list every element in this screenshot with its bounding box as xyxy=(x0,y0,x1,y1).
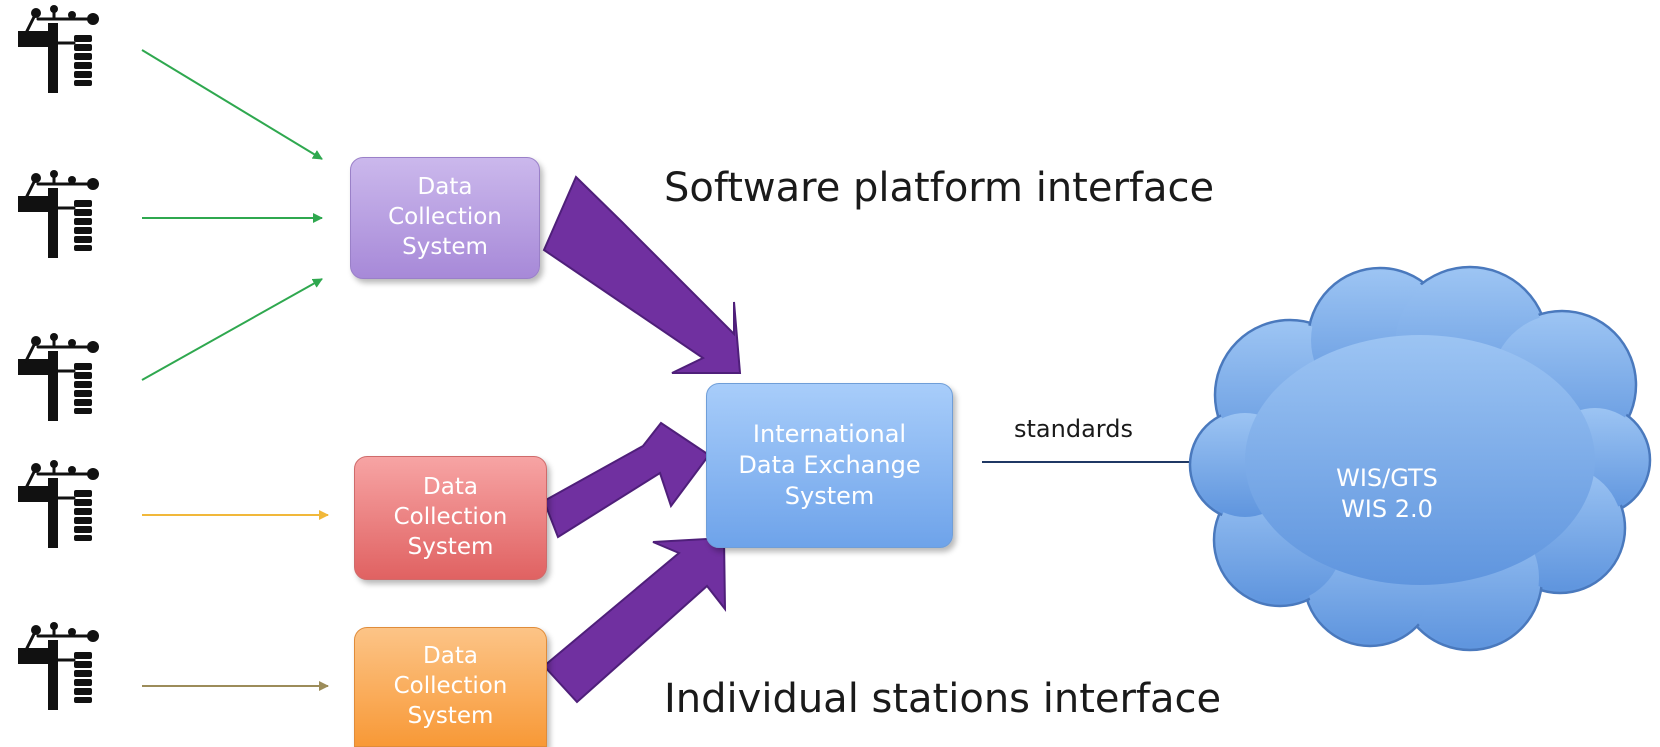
box-line: Data xyxy=(423,474,478,501)
box-line: Collection xyxy=(393,673,508,700)
data-collection-system-red: Data Collection System xyxy=(354,456,547,580)
cloud-line: WIS 2.0 xyxy=(1341,495,1433,524)
software-platform-interface-label: Software platform interface xyxy=(664,165,1215,211)
box-line: System xyxy=(407,533,494,560)
box-line: System xyxy=(784,482,875,511)
international-data-exchange-system: International Data Exchange System xyxy=(706,383,953,548)
weather-station-icon xyxy=(18,622,99,710)
box-line: System xyxy=(407,702,494,729)
box-line: System xyxy=(402,233,488,260)
red-dcs-arrow xyxy=(542,421,711,539)
box-line: Collection xyxy=(393,504,508,531)
software-interface-arrow xyxy=(542,175,742,374)
standards-label: standards xyxy=(1014,415,1133,443)
box-line: Data Exchange xyxy=(738,450,921,479)
weather-station-icon xyxy=(18,5,99,93)
data-collection-system-purple: Data Collection System xyxy=(350,157,540,279)
box-line: Data xyxy=(417,174,473,201)
data-collection-system-orange: Data Collection System xyxy=(354,627,547,747)
box-line: Data xyxy=(423,643,478,670)
stations-interface-arrow xyxy=(542,536,727,704)
cloud-label: WIS/GTS WIS 2.0 xyxy=(1282,463,1492,525)
station-1-link xyxy=(141,49,323,160)
cloud-line: WIS/GTS xyxy=(1336,464,1438,492)
box-line: Collection xyxy=(388,204,502,231)
weather-station-icon xyxy=(18,460,99,548)
box-line: International xyxy=(752,419,907,448)
station-3-link xyxy=(141,278,323,381)
weather-station-icon xyxy=(18,170,99,258)
weather-station-icon xyxy=(18,333,99,421)
individual-stations-interface-label: Individual stations interface xyxy=(664,676,1222,722)
